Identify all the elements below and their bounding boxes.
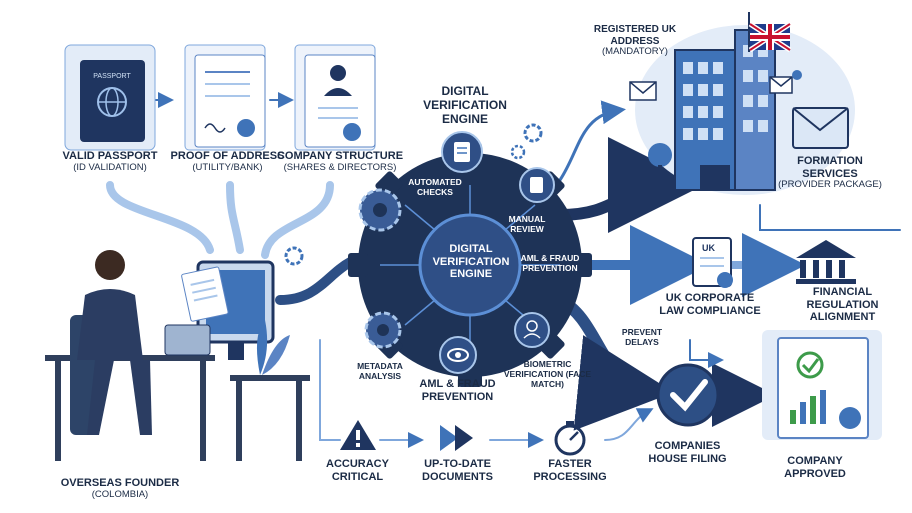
passport-subtitle: (ID VALIDATION)	[73, 161, 147, 173]
certificate-icon	[762, 330, 882, 440]
building-icon	[635, 25, 855, 195]
uk-document-icon: UK	[692, 237, 733, 288]
engine-title-top: DIGITAL VERIFICATION ENGINE	[410, 84, 520, 126]
registered-address-label: REGISTERED UK ADDRESS (MANDATORY)	[593, 24, 677, 57]
address-doc-title: PROOF OF ADDRESS	[170, 150, 285, 162]
eye-icon	[439, 336, 477, 374]
accuracy-label: ACCURACY CRITICAL	[326, 458, 389, 483]
stopwatch-icon	[554, 421, 586, 456]
engine-title-center: DIGITAL VERIFICATION ENGINE	[432, 243, 510, 281]
passport-icon: PASSPORT	[64, 44, 156, 151]
structure-title: COMPANY STRUCTURE	[276, 150, 404, 162]
approved-label: COMPANY APPROVED	[784, 455, 846, 480]
structure-label: COMPANY STRUCTURE (SHARES & DIRECTORS)	[275, 150, 405, 174]
faster-label: FASTER PROCESSING	[533, 458, 607, 483]
prevent-delays-label: PREVENT DELAYS	[621, 327, 663, 347]
envelope-icon	[769, 70, 802, 94]
founder-subtitle: (COLOMBIA)	[91, 488, 149, 500]
manual-review-label: MANUAL REVIEW	[508, 214, 546, 234]
flow-pipes	[106, 92, 901, 448]
gear-icon	[284, 123, 543, 266]
manual-review-icon	[519, 167, 555, 203]
fast-forward-icon	[440, 425, 473, 451]
address-doc-subtitle: (UTILITY/BANK)	[192, 161, 263, 173]
mail-icon	[792, 107, 849, 149]
uptodate-label: UP-TO-DATE DOCUMENTS	[422, 458, 493, 483]
automated-checks-label: AUTOMATED CHECKS	[408, 177, 462, 197]
biometric-label: BIOMETRIC VERIFICATION (FACE MATCH)	[503, 359, 592, 389]
filing-label: COMPANIES HOUSE FILING	[648, 440, 727, 465]
regulation-label: FINANCIAL REGULATION ALIGNMENT	[806, 286, 879, 324]
passport-title: VALID PASSPORT	[62, 150, 158, 162]
founder-label: OVERSEAS FOUNDER (COLOMBIA)	[40, 477, 200, 501]
profile-document-icon	[294, 44, 376, 151]
checklist-icon	[441, 131, 483, 173]
law-compliance-label: UK CORPORATE LAW COMPLIANCE	[659, 292, 761, 317]
uk-flag-icon	[748, 12, 792, 53]
passport-cover-text: PASSPORT	[93, 73, 131, 80]
metadata-label: METADATA ANALYSIS	[357, 361, 403, 381]
address-doc-label: PROOF OF ADDRESS (UTILITY/BANK)	[165, 150, 290, 174]
engine-title-top-text: DIGITAL VERIFICATION ENGINE	[423, 84, 507, 126]
passport-label: VALID PASSPORT (ID VALIDATION)	[45, 150, 175, 174]
uk-badge-text: UK	[702, 243, 715, 253]
founder-illustration	[45, 250, 310, 461]
bank-icon	[796, 240, 856, 284]
document-icon	[184, 44, 266, 151]
warning-icon	[340, 420, 376, 450]
founder-title: OVERSEAS FOUNDER	[60, 477, 180, 489]
gear-icon	[358, 188, 402, 232]
face-scan-icon	[514, 312, 550, 348]
structure-subtitle: (SHARES & DIRECTORS)	[283, 161, 397, 173]
gear-icon	[364, 311, 402, 349]
aml-outer-label: AML & FRAUD PREVENTION	[419, 378, 496, 403]
envelope-icon	[629, 81, 657, 101]
check-circle-icon	[656, 363, 720, 427]
aml-inner-label: AML & FRAUD PREVENTION	[520, 253, 580, 273]
formation-label: FORMATION SERVICES (PROVIDER PACKAGE)	[778, 155, 882, 191]
